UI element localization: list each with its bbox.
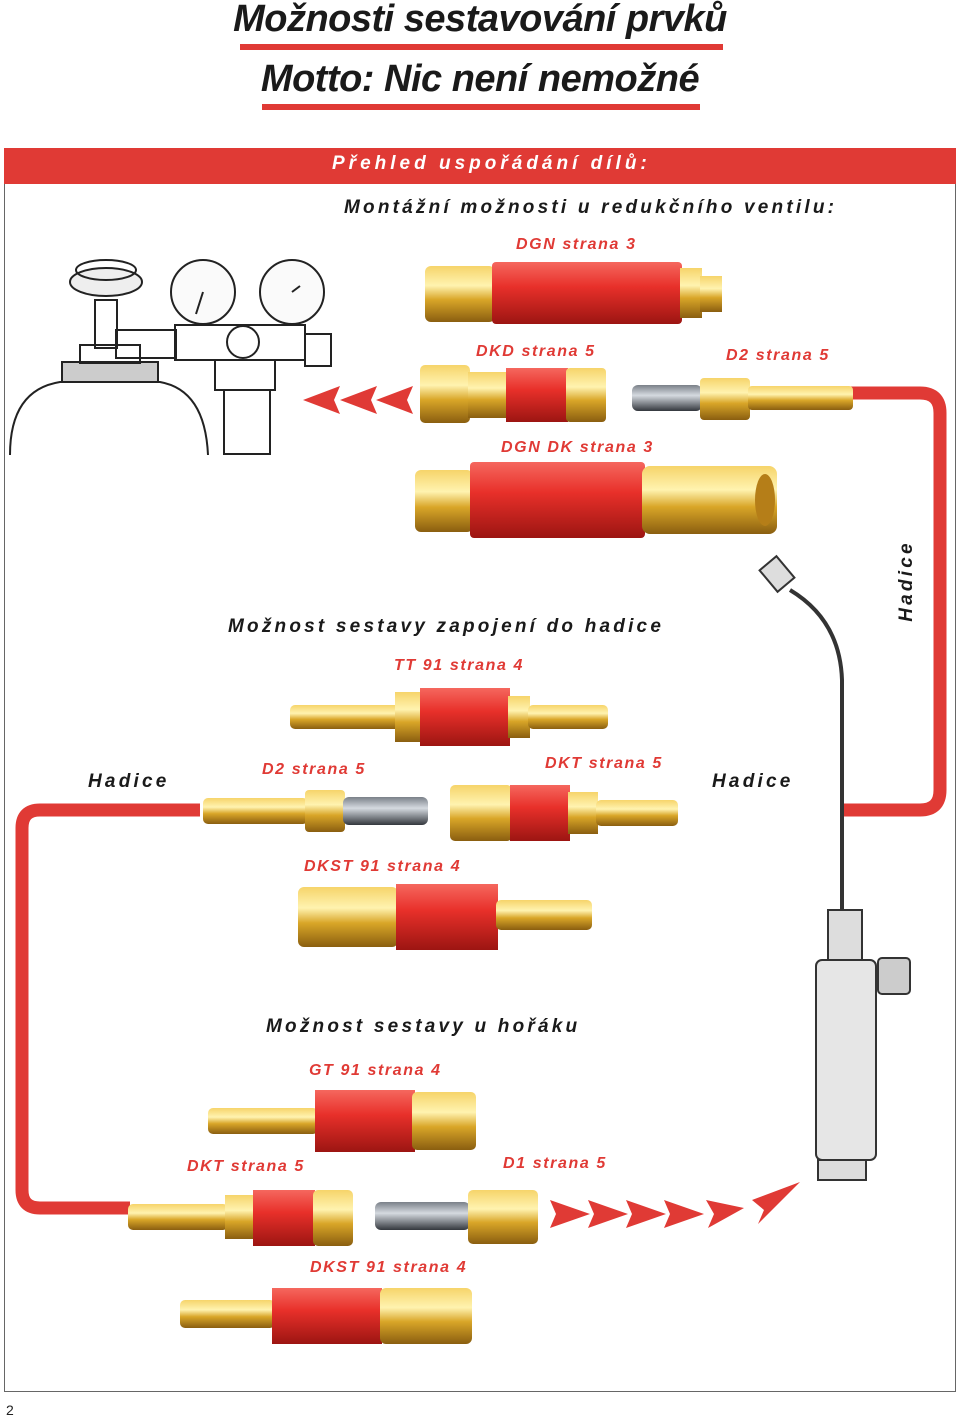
label-dkd: DKD strana 5 <box>476 343 596 360</box>
part-dkd-image <box>420 365 606 423</box>
label-d2-mid: D2 strana 5 <box>262 761 366 778</box>
hose-label-left: Hadice <box>88 771 170 792</box>
label-dkt-low: DKT strana 5 <box>187 1158 305 1175</box>
part-dgn-dk-image <box>415 462 777 538</box>
page-number: 2 <box>6 1402 14 1418</box>
label-d1: D1 strana 5 <box>503 1155 607 1172</box>
section-hose-heading: Možnost sestavy zapojení do hadice <box>228 616 665 637</box>
hose-path <box>15 386 947 1215</box>
page-subtitle: Motto: Nic není nemožné <box>260 58 700 100</box>
label-gt91: GT 91 strana 4 <box>309 1062 442 1079</box>
label-dkt-mid: DKT strana 5 <box>545 755 663 772</box>
label-dgn-dk: DGN DK strana 3 <box>501 439 654 456</box>
title-underline <box>240 44 723 50</box>
part-dkt-low-image <box>128 1190 353 1246</box>
part-dkst91-mid-image <box>298 884 592 950</box>
part-dgn-image <box>425 262 722 324</box>
arrows-left-icon <box>303 386 413 414</box>
label-dkst91-low: DKST 91 strana 4 <box>310 1259 468 1276</box>
page-title: Možnosti sestavování prvků <box>233 0 727 40</box>
part-d2-mid-image <box>203 790 428 832</box>
label-tt91: TT 91 strana 4 <box>394 657 525 674</box>
torch-icon <box>758 554 911 1181</box>
part-dkst91-low-image <box>180 1288 472 1344</box>
part-gt91-image <box>208 1090 476 1152</box>
section-regulator-heading: Montážní možnosti u redukčního ventilu: <box>344 197 838 218</box>
banner-bar <box>4 148 956 184</box>
hose-label-middle: Hadice <box>712 771 794 792</box>
regulator-icon <box>9 259 332 456</box>
label-dgn: DGN strana 3 <box>516 236 637 253</box>
section-torch-heading: Možnost sestavy u hořáku <box>266 1016 581 1037</box>
banner-text: Přehled uspořádání dílů: <box>332 153 651 174</box>
arrows-right-icon <box>550 1182 800 1228</box>
part-dkt-mid-image <box>450 785 678 841</box>
label-dkst91-mid: DKST 91 strana 4 <box>304 858 462 875</box>
part-tt91-image <box>290 688 608 746</box>
part-d1-image <box>375 1190 538 1244</box>
hose-label-vertical: Hadice <box>896 540 917 622</box>
label-d2-top: D2 strana 5 <box>726 347 830 364</box>
subtitle-underline <box>262 104 700 110</box>
part-d2-top-image <box>632 378 853 420</box>
